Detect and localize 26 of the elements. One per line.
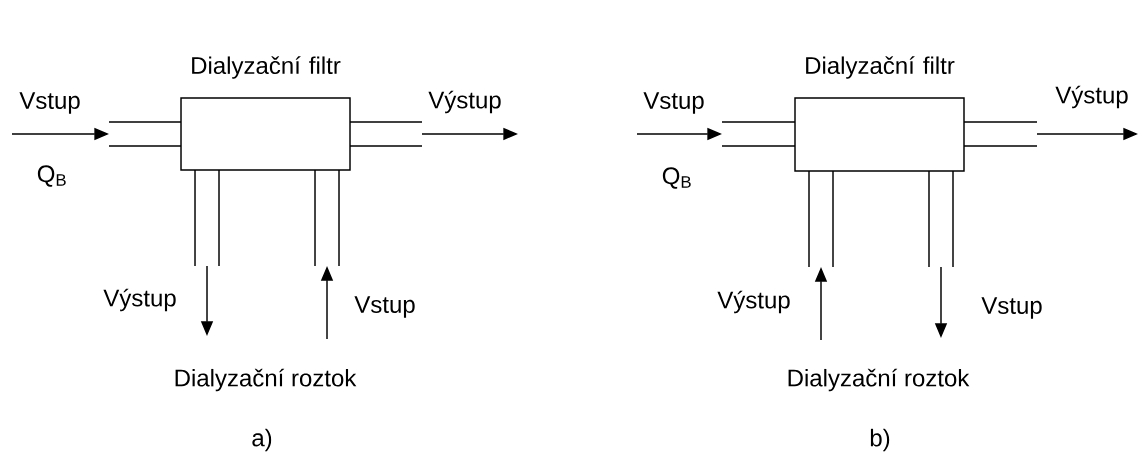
- label: Dialyzační roztok: [788, 368, 970, 392]
- label: a): [252, 428, 272, 452]
- filter-box: Dialyzační filtr: [794, 56, 965, 172]
- edge-label: Výstup: [427, 89, 503, 115]
- edge-label: Vstup: [980, 295, 1044, 321]
- edge-label: Výstup: [102, 287, 179, 313]
- tube: [721, 121, 796, 147]
- label: Q$_{B}$: [662, 167, 691, 189]
- edge-label: Výstup: [716, 289, 792, 315]
- node-label: Dialyzační filtr: [192, 56, 341, 79]
- edge-label: Vstup: [642, 90, 706, 116]
- tube: [808, 170, 834, 268]
- edge-label: Vstup: [18, 90, 83, 116]
- node-label: Dialyzační filtr: [806, 56, 955, 79]
- tube: [108, 121, 182, 147]
- filter-box: Dialyzační filtr: [180, 56, 351, 171]
- edge-label: Výstup: [1054, 84, 1130, 110]
- tube: [928, 170, 954, 268]
- tube: [349, 121, 423, 147]
- tube: [194, 169, 220, 267]
- label: Dialyzační roztok: [175, 368, 357, 392]
- tube: [314, 169, 340, 267]
- edge-label: Vstup: [353, 294, 418, 320]
- label: b): [870, 428, 890, 452]
- label: Q$_{B}$: [37, 165, 66, 187]
- tube: [963, 121, 1038, 147]
